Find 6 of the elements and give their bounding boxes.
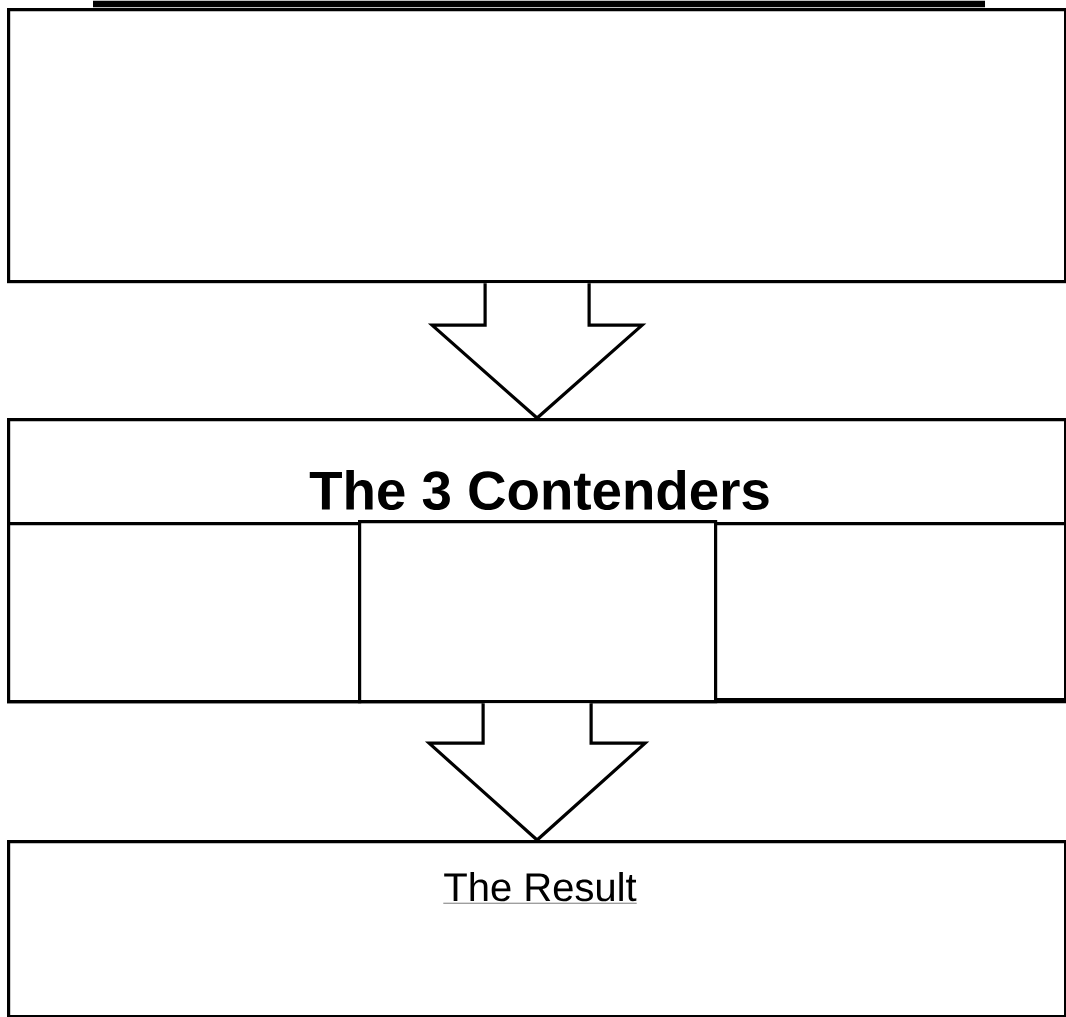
block-arrow xyxy=(427,281,647,421)
contender-box xyxy=(714,522,1066,702)
result-box: The Result xyxy=(7,840,1066,1017)
contender-box xyxy=(358,520,718,704)
box xyxy=(7,8,1066,284)
block-arrow xyxy=(424,701,650,843)
